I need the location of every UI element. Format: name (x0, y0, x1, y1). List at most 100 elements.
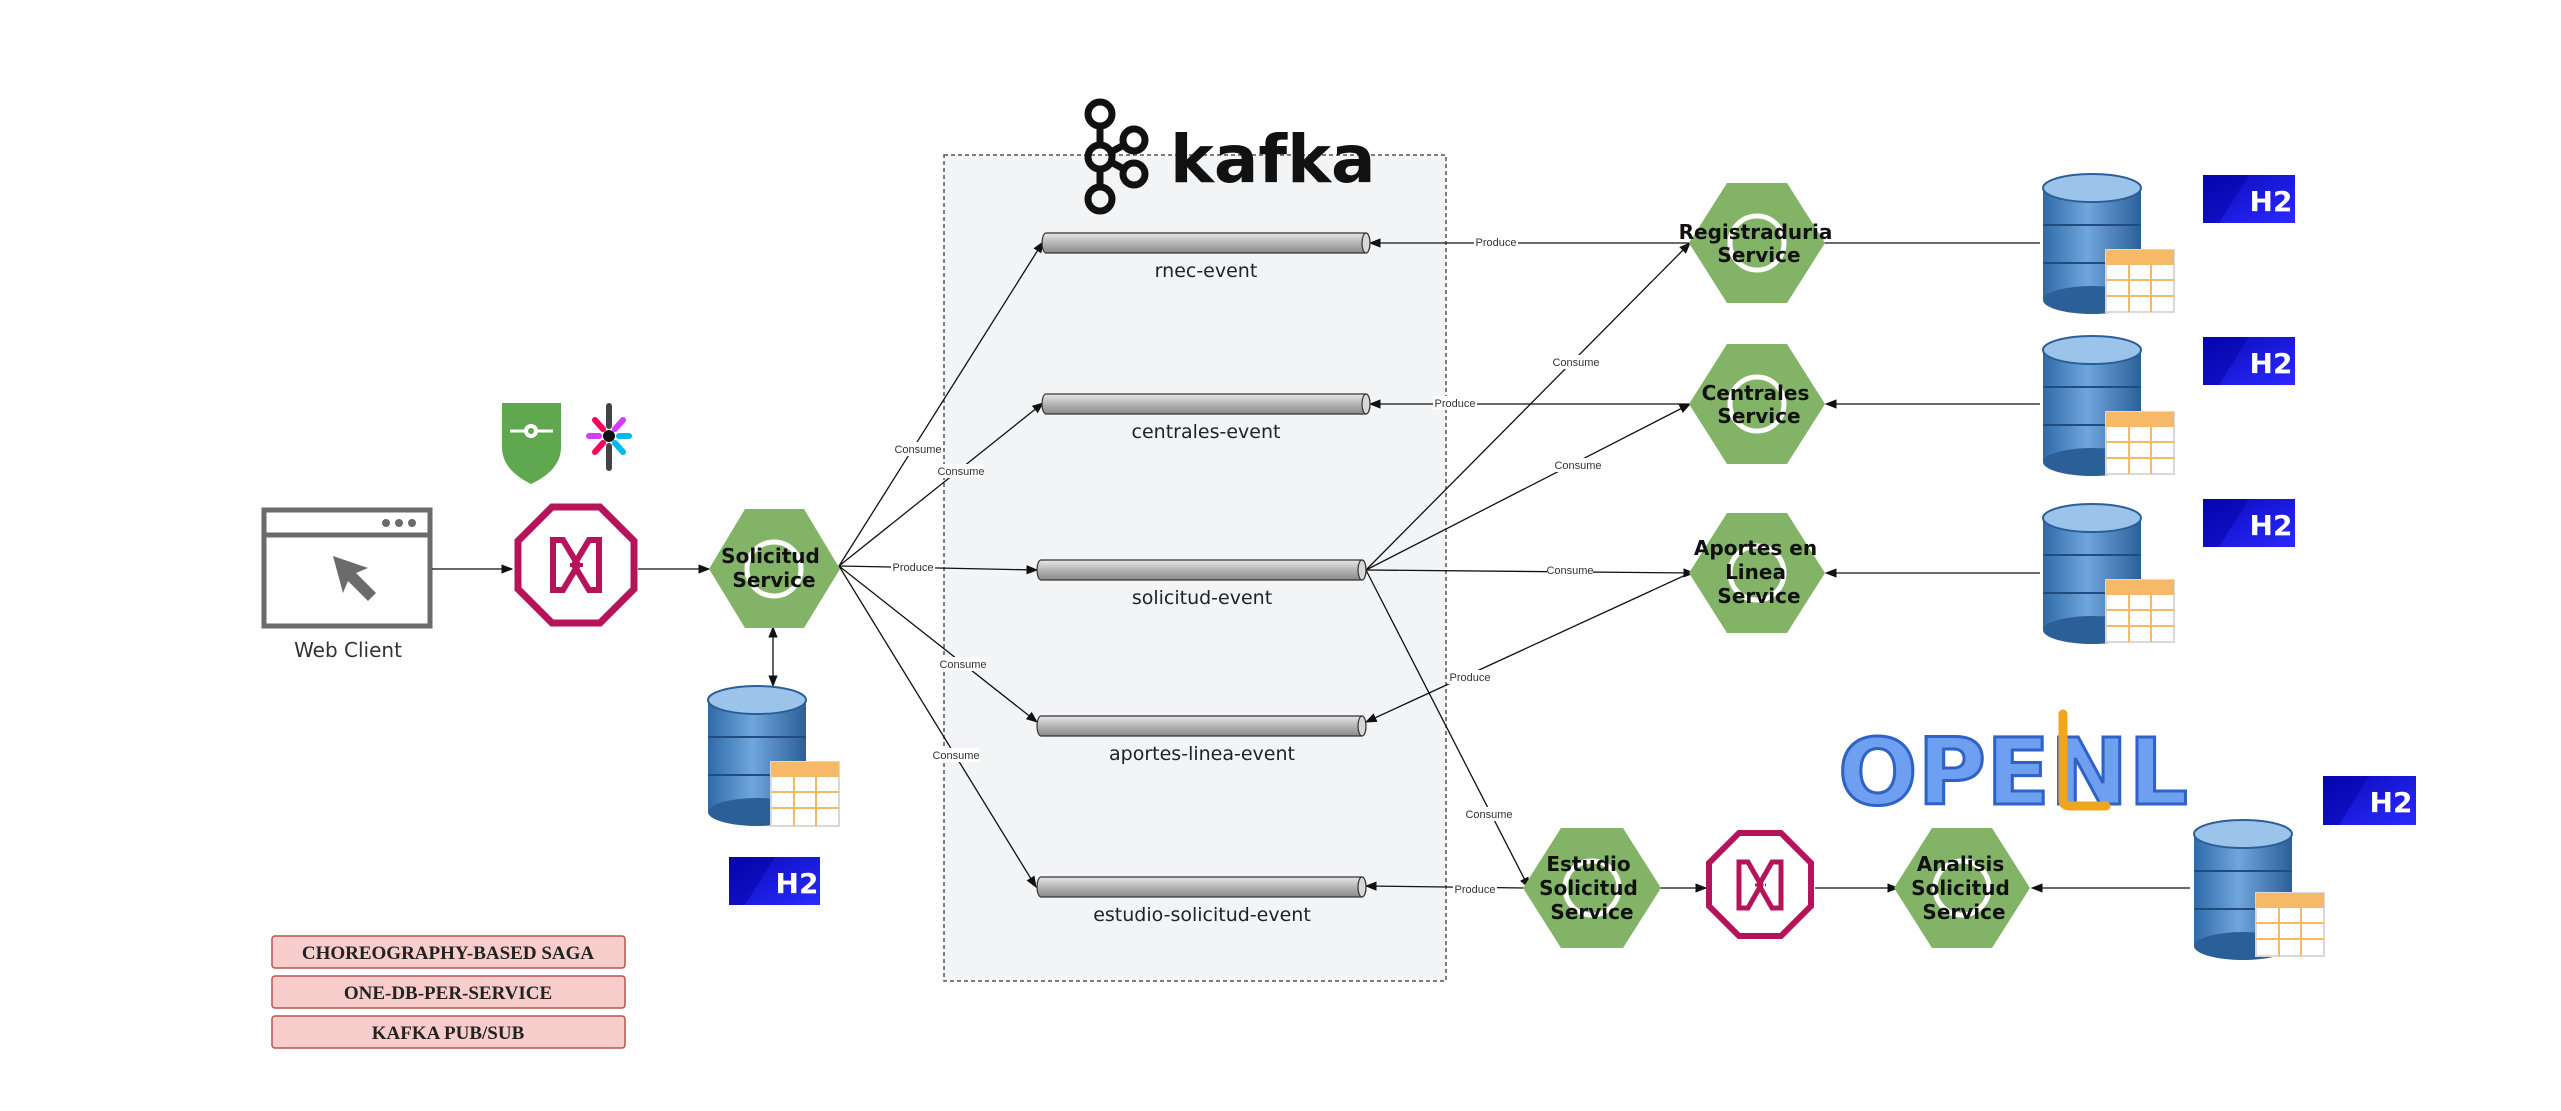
service-hexagon (1689, 513, 1825, 633)
h2-badge-text: H2 (2250, 347, 2293, 380)
h2-badge: H2 (729, 857, 820, 905)
edge-label: Consume (1465, 807, 1513, 821)
edge-label: Produce (1474, 235, 1518, 249)
web-client[interactable]: Web Client (261, 507, 433, 662)
service-centrales[interactable]: Centrales Service (1689, 344, 1825, 464)
service-hexagon (1894, 828, 2030, 948)
openl-l-accent (2058, 709, 2111, 811)
database-solicitud[interactable] (707, 685, 840, 827)
power-icon (1727, 374, 1787, 434)
api-gateway-icon (1706, 830, 1814, 939)
edge-solicitud-estudio (838, 565, 1037, 888)
h2-badge-text: H2 (2370, 786, 2413, 819)
database-analisis[interactable] (2193, 819, 2325, 960)
edge-label: Consume (939, 657, 987, 671)
edge-label-text: Consume (937, 466, 984, 478)
edge-label-text: Consume (939, 659, 986, 671)
edge-solicitud-event-registraduria (1365, 242, 1691, 571)
service-label: Estudio Solicitud Service (1539, 852, 1645, 924)
database-centrales[interactable] (2042, 335, 2175, 476)
edge-label: Consume (932, 748, 980, 762)
edge-label: Produce (1433, 396, 1477, 410)
edge-label-text: Consume (1552, 357, 1599, 369)
edge-solicitud-solicitud-event (838, 565, 1039, 575)
edge-label-text: Consume (932, 750, 979, 762)
edge-solicitud-event-centrales (1365, 403, 1692, 571)
h2-badge-text: H2 (2250, 185, 2293, 218)
table-icon (2255, 892, 2325, 957)
service-solicitud[interactable]: Solicitud Service (709, 509, 840, 628)
power-icon (1562, 858, 1622, 918)
database-icon (2193, 819, 2293, 960)
database-aportes[interactable] (2042, 503, 2175, 644)
service-analisis[interactable]: Analisis Solicitud Service (1894, 828, 2030, 948)
topic-rnec[interactable]: rnec-event (1041, 232, 1371, 282)
edge-label-text: Consume (1465, 809, 1512, 821)
topic-centrales[interactable]: centrales-event (1041, 393, 1371, 443)
legend-item: ONE-DB-PER-SERVICE (271, 975, 626, 1009)
topic-label: aportes-linea-event (1109, 743, 1295, 765)
edge-label-text: Consume (894, 444, 941, 456)
h2-badge-text: H2 (776, 867, 819, 900)
kafka-logo-text: kafka (1170, 121, 1376, 198)
topic-aportes[interactable]: aportes-linea-event (1036, 715, 1367, 765)
service-hexagon (1689, 344, 1825, 464)
h2-badge: H2 (2323, 776, 2416, 825)
edge-label: Produce (1453, 882, 1497, 896)
edge-estudio-estudio (1364, 881, 1527, 891)
service-label: Solicitud Service (721, 544, 827, 592)
topic-estudio[interactable]: estudio-solicitud-event (1036, 876, 1367, 926)
edge-solicitud-event-aportes (1365, 568, 1696, 578)
service-hexagon (709, 509, 840, 628)
edge-label-text: Produce (893, 562, 934, 574)
table-icon (770, 761, 840, 827)
power-icon (744, 539, 804, 599)
edges (432, 238, 2190, 893)
edge-label-text: Consume (1554, 460, 1601, 472)
edge-label-text: Produce (1450, 672, 1491, 684)
topic-label: rnec-event (1155, 260, 1258, 282)
power-icon (1727, 213, 1787, 273)
table-icon (2105, 411, 2175, 475)
legend-item: KAFKA PUB/SUB (271, 1015, 626, 1049)
service-label: Aportes en Linea Service (1694, 536, 1824, 608)
openl-logo-text: OPENL (1838, 719, 2188, 826)
service-hexagon (1523, 828, 1661, 948)
service-aportes[interactable]: Aportes en Linea Service (1689, 513, 1825, 633)
api-gateway-estudio[interactable] (1706, 830, 1814, 939)
power-icon (1932, 858, 1992, 918)
web-client-label: Web Client (294, 638, 402, 662)
edge-label: Consume (893, 442, 943, 456)
service-hexagon (1689, 183, 1825, 303)
edge-label-text: Produce (1435, 398, 1476, 410)
api-gateway[interactable] (514, 503, 638, 627)
table-icon (2105, 249, 2175, 313)
edge-label: Consume (1552, 355, 1600, 369)
h2-badge: H2 (2203, 337, 2295, 385)
legend-item: CHOREOGRAPHY-BASED SAGA (271, 935, 626, 969)
topic-solicitud[interactable]: solicitud-event (1036, 559, 1367, 609)
topic-label: estudio-solicitud-event (1093, 904, 1311, 926)
legend-item-text: KAFKA PUB/SUB (372, 1023, 525, 1044)
edge-label-text: Produce (1455, 884, 1496, 896)
openl-logo: OPENL (1837, 709, 2190, 828)
edge-labels: Consume Consume Produce Consume Consume … (891, 235, 1602, 896)
legend: CHOREOGRAPHY-BASED SAGA ONE-DB-PER-SERVI… (271, 935, 626, 1049)
edge-label: Produce (1448, 670, 1492, 684)
database-registraduria[interactable] (2042, 173, 2175, 314)
kafka-logo-icon (1084, 98, 1149, 215)
h2-badge: H2 (2203, 175, 2295, 223)
service-registraduria[interactable]: Registraduria Service (1679, 183, 1840, 303)
edge-label: Consume (937, 464, 985, 478)
browser-window-icon (261, 507, 433, 629)
database-icon (2042, 503, 2142, 644)
service-label: Analisis Solicitud Service (1911, 852, 2017, 924)
h2-badge: H2 (2203, 499, 2295, 547)
api-gateway-icon (514, 503, 638, 627)
kafka-logo: kafka (1084, 98, 1376, 215)
service-estudio[interactable]: Estudio Solicitud Service (1523, 828, 1661, 948)
edge-solicitud-rnec (838, 241, 1044, 567)
edge-solicitud-event-estudio (1365, 569, 1530, 890)
legend-item-text: CHOREOGRAPHY-BASED SAGA (302, 943, 595, 964)
